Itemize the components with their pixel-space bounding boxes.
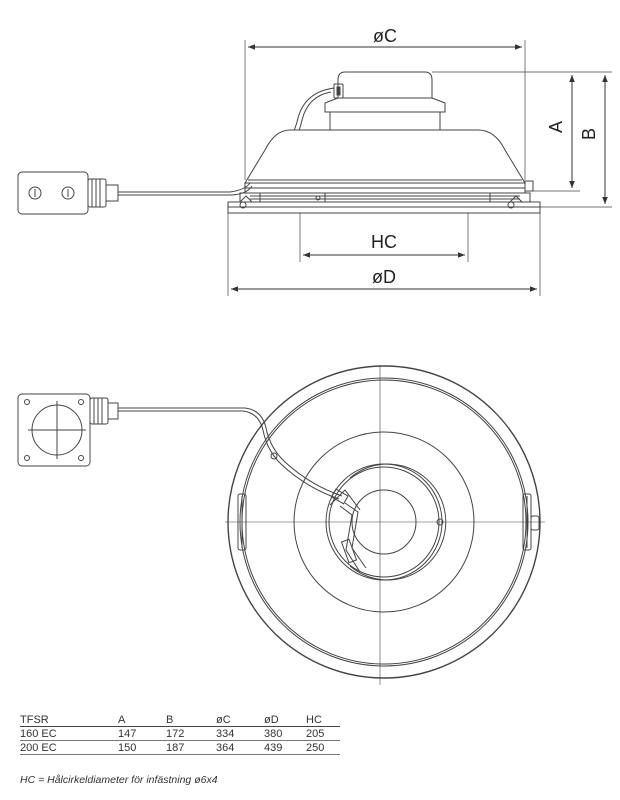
dim-a bbox=[432, 71, 580, 192]
table-cell: 250 bbox=[306, 740, 340, 755]
side-terminal-box bbox=[17, 171, 119, 215]
col-header-model: TFSR bbox=[20, 713, 118, 727]
fan-body bbox=[244, 129, 534, 194]
side-view bbox=[17, 40, 612, 296]
side-cable bbox=[118, 182, 251, 193]
table-cell: 205 bbox=[306, 726, 340, 741]
dim-c-label: øC bbox=[373, 26, 397, 46]
dim-b-label: B bbox=[579, 128, 599, 140]
dim-a-label: A bbox=[546, 121, 566, 133]
dim-c bbox=[244, 40, 526, 180]
base-flange bbox=[227, 192, 541, 214]
table-header-row: TFSR A B øC øD HC bbox=[20, 713, 340, 727]
col-header-c: øC bbox=[216, 713, 264, 727]
table-cell: 200 EC bbox=[20, 740, 118, 755]
dim-hc-label: HC bbox=[371, 232, 397, 252]
table-cell: 439 bbox=[264, 740, 306, 755]
table-cell: 160 EC bbox=[20, 726, 118, 741]
table-row: 160 EC 147 172 334 380 205 bbox=[20, 726, 340, 741]
dim-d bbox=[227, 213, 541, 296]
table-cell: 334 bbox=[216, 726, 264, 741]
top-cable bbox=[118, 407, 343, 497]
col-header-b: B bbox=[166, 713, 216, 727]
table-cell: 147 bbox=[118, 726, 166, 741]
outer-flange-circle bbox=[227, 365, 541, 679]
col-header-hc: HC bbox=[306, 713, 340, 727]
motor-cap bbox=[324, 71, 446, 131]
dim-b bbox=[540, 71, 612, 208]
footnote: HC = Hålcirkeldiameter för infästning ø6… bbox=[20, 774, 218, 786]
top-terminal-box bbox=[17, 393, 119, 467]
dim-d-label: øD bbox=[372, 267, 396, 287]
table-cell: 172 bbox=[166, 726, 216, 741]
col-header-d: øD bbox=[264, 713, 306, 727]
top-view bbox=[17, 365, 545, 685]
dim-hc bbox=[299, 213, 469, 262]
table-cell: 187 bbox=[166, 740, 216, 755]
table-cell: 380 bbox=[264, 726, 306, 741]
col-header-a: A bbox=[118, 713, 166, 727]
table-cell: 150 bbox=[118, 740, 166, 755]
spec-table: TFSR A B øC øD HC 160 EC 147 172 334 380… bbox=[20, 713, 340, 755]
table-cell: 364 bbox=[216, 740, 264, 755]
table-row: 200 EC 150 187 364 439 250 bbox=[20, 740, 340, 755]
